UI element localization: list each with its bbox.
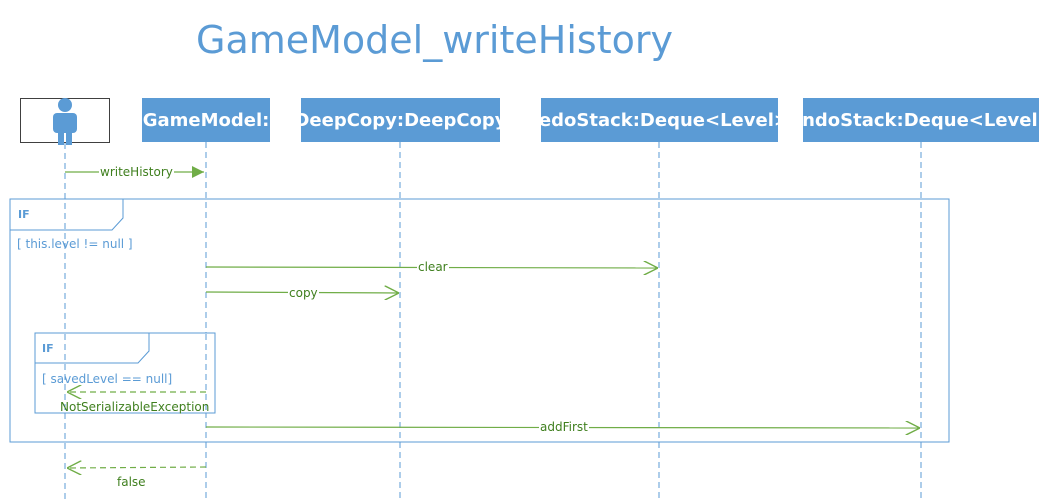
lifeline-head-deepcopy: DeepCopy:DeepCopy [294, 98, 507, 142]
fragment-tag-inner: IF [42, 342, 54, 355]
message-label-notserializableexception: NotSerializableException [60, 400, 210, 414]
fragment-if-outer [9, 198, 950, 443]
message-label-clear: clear [417, 260, 449, 274]
lifeline-head-undostack: undoStack:Deque<Level> [789, 98, 1053, 142]
message-label-false: false [116, 475, 147, 489]
actor-icon [53, 98, 77, 145]
message-label-addfirst: addFirst [539, 420, 589, 434]
diagram-title: GameModel_writeHistory [196, 18, 673, 62]
fragment-guard-inner: [ savedLevel == null] [42, 372, 173, 386]
message-false [67, 467, 207, 468]
lifeline-head-redostack: redoStack:Deque<Level> [530, 98, 789, 142]
fragment-guard-outer: [ this.level != null ] [17, 237, 133, 251]
lifeline-head-gamemodel: GameModel: [142, 98, 270, 142]
message-label-writehistory: writeHistory [99, 165, 174, 179]
fragment-tag-outer: IF [18, 208, 30, 221]
message-label-copy: copy [288, 286, 319, 300]
